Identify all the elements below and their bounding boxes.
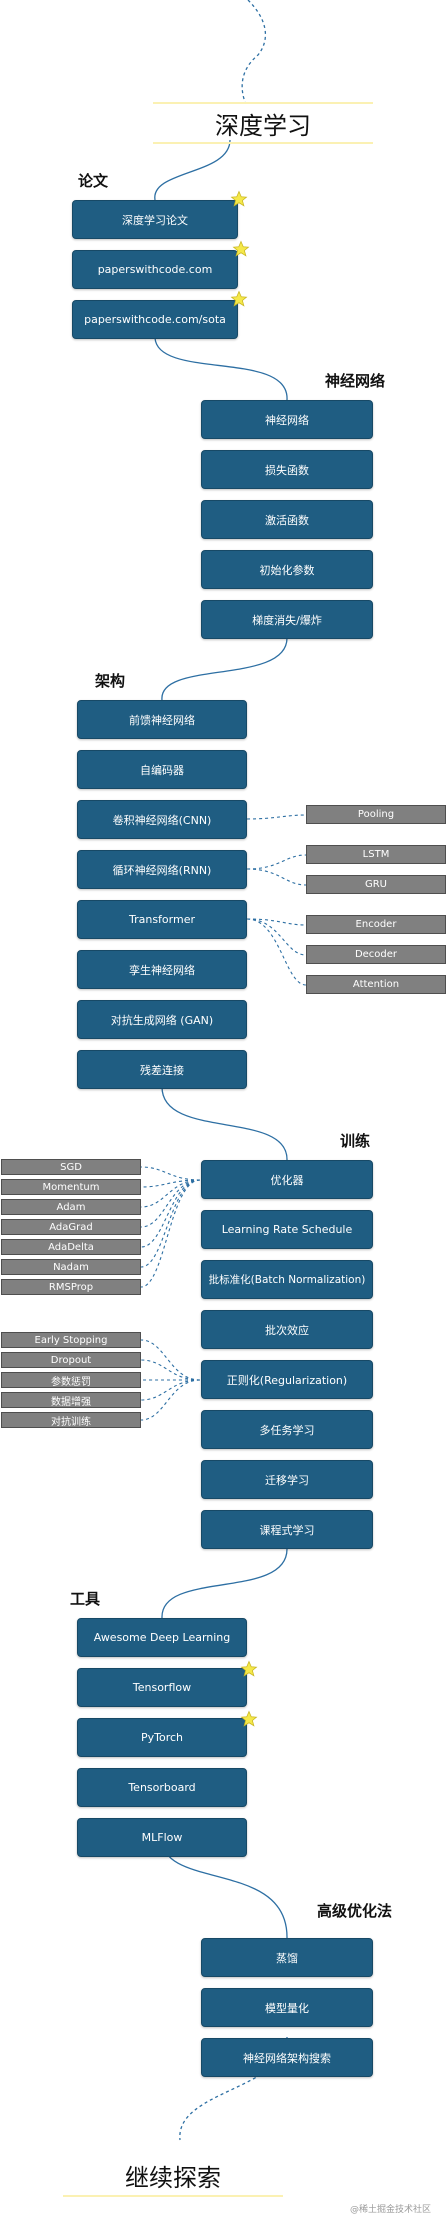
child-encoder[interactable]: Encoder (306, 915, 446, 934)
node-quantization[interactable]: 模型量化 (201, 1988, 373, 2027)
section-title-training: 训练 (340, 1132, 371, 1150)
watermark: @稀土掘金技术社区 (350, 2205, 432, 2215)
node-awesome-dl[interactable]: Awesome Deep Learning (77, 1618, 247, 1657)
child-pooling[interactable]: Pooling (306, 805, 446, 824)
node-optimizer[interactable]: 优化器 (201, 1160, 373, 1199)
child-dropout[interactable]: Dropout (1, 1352, 141, 1368)
node-paperswithcode-sota[interactable]: paperswithcode.com/sota (72, 300, 238, 339)
node-neural-network[interactable]: 神经网络 (201, 400, 373, 439)
section-title-architecture: 架构 (95, 672, 126, 690)
section-title-tools: 工具 (70, 1590, 101, 1608)
child-momentum[interactable]: Momentum (1, 1179, 141, 1195)
node-mlflow[interactable]: MLFlow (77, 1818, 247, 1857)
node-tensorboard[interactable]: Tensorboard (77, 1768, 247, 1807)
node-transfer-learning[interactable]: 迁移学习 (201, 1460, 373, 1499)
node-pytorch[interactable]: PyTorch (77, 1718, 247, 1757)
star-icon (240, 1660, 258, 1677)
star-icon (230, 190, 248, 207)
node-regularization[interactable]: 正则化(Regularization) (201, 1360, 373, 1399)
node-init-params[interactable]: 初始化参数 (201, 550, 373, 589)
node-siamese[interactable]: 孪生神经网络 (77, 950, 247, 989)
section-title-papers: 论文 (78, 172, 109, 190)
child-lstm[interactable]: LSTM (306, 845, 446, 864)
node-residual[interactable]: 残差连接 (77, 1050, 247, 1089)
node-nas[interactable]: 神经网络架构搜索 (201, 2038, 373, 2077)
child-early-stopping[interactable]: Early Stopping (1, 1332, 141, 1348)
child-param-penalty[interactable]: 参数惩罚 (1, 1372, 141, 1388)
child-gru[interactable]: GRU (306, 875, 446, 894)
node-multitask[interactable]: 多任务学习 (201, 1410, 373, 1449)
node-autoencoder[interactable]: 自编码器 (77, 750, 247, 789)
node-curriculum-learning[interactable]: 课程式学习 (201, 1510, 373, 1549)
node-feedforward[interactable]: 前馈神经网络 (77, 700, 247, 739)
node-paperswithcode[interactable]: paperswithcode.com (72, 250, 238, 289)
node-gan[interactable]: 对抗生成网络 (GAN) (77, 1000, 247, 1039)
section-title-neural-networks: 神经网络 (325, 372, 386, 390)
child-adadelta[interactable]: AdaDelta (1, 1239, 141, 1255)
node-lr-schedule[interactable]: Learning Rate Schedule (201, 1210, 373, 1249)
star-icon (240, 1710, 258, 1727)
child-nadam[interactable]: Nadam (1, 1259, 141, 1275)
child-attention[interactable]: Attention (306, 975, 446, 994)
child-sgd[interactable]: SGD (1, 1159, 141, 1175)
node-activation-function[interactable]: 激活函数 (201, 500, 373, 539)
node-distillation[interactable]: 蒸馏 (201, 1938, 373, 1977)
node-rnn[interactable]: 循环神经网络(RNN) (77, 850, 247, 889)
child-adagrad[interactable]: AdaGrad (1, 1219, 141, 1235)
star-icon (232, 240, 250, 257)
end-node: 继续探索 (63, 2155, 283, 2197)
section-title-advanced-optimization: 高级优化法 (317, 1902, 393, 1920)
child-rmsprop[interactable]: RMSProp (1, 1279, 141, 1295)
node-vanishing-exploding-gradient[interactable]: 梯度消失/爆炸 (201, 600, 373, 639)
node-tensorflow[interactable]: Tensorflow (77, 1668, 247, 1707)
child-adversarial-training[interactable]: 对抗训练 (1, 1412, 141, 1428)
child-adam[interactable]: Adam (1, 1199, 141, 1215)
node-batch-effect[interactable]: 批次效应 (201, 1310, 373, 1349)
node-cnn[interactable]: 卷积神经网络(CNN) (77, 800, 247, 839)
node-transformer[interactable]: Transformer (77, 900, 247, 939)
node-deep-learning-papers[interactable]: 深度学习论文 (72, 200, 238, 239)
node-loss-function[interactable]: 损失函数 (201, 450, 373, 489)
child-decoder[interactable]: Decoder (306, 945, 446, 964)
star-icon (230, 290, 248, 307)
node-batch-norm[interactable]: 批标准化(Batch Normalization) (201, 1260, 373, 1299)
root-node: 深度学习 (153, 102, 373, 144)
child-data-augmentation[interactable]: 数据增强 (1, 1392, 141, 1408)
